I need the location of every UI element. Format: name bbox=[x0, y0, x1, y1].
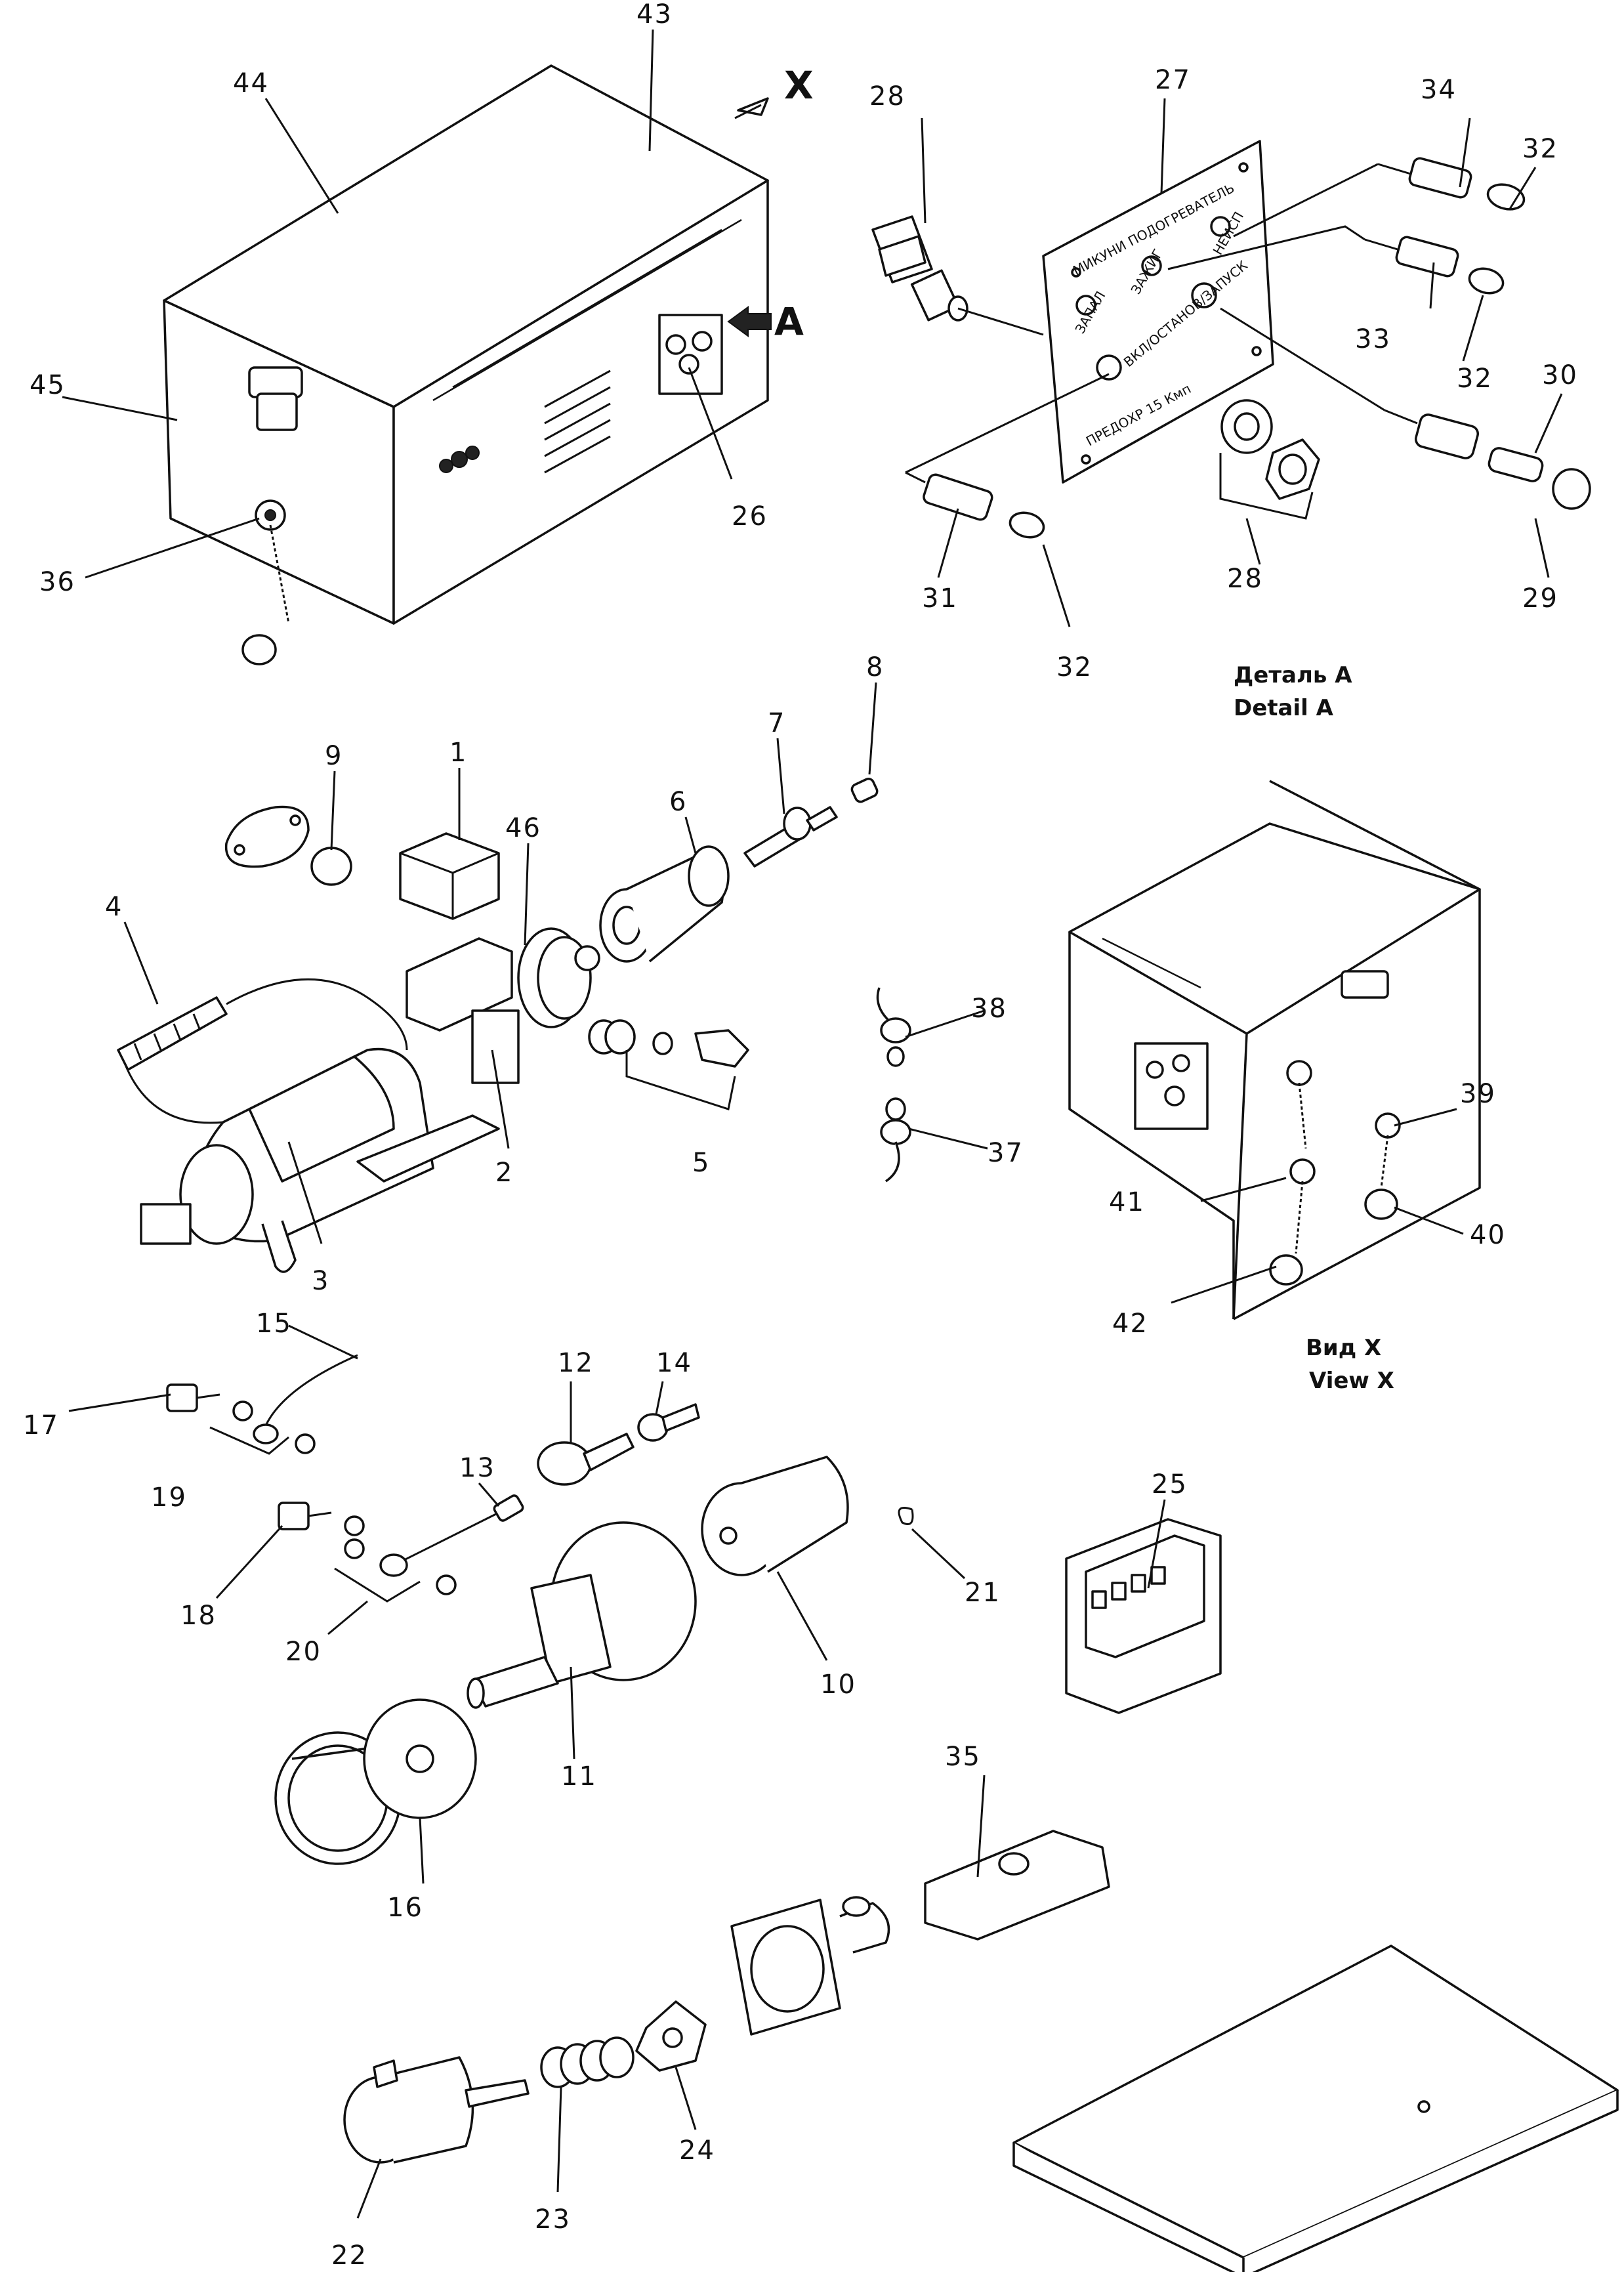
label-29: 29 bbox=[1522, 583, 1558, 614]
label-30: 30 bbox=[1542, 360, 1578, 390]
label-41: 41 bbox=[1109, 1187, 1145, 1217]
label-27: 27 bbox=[1155, 65, 1191, 95]
fuse-holder-29 bbox=[1220, 307, 1591, 510]
pump-group bbox=[343, 1896, 890, 2164]
label-12: 12 bbox=[558, 1348, 594, 1378]
label-10: 10 bbox=[820, 1670, 856, 1700]
label-28-nut: 28 bbox=[1227, 564, 1263, 594]
coil-ribs bbox=[133, 1013, 201, 1061]
label-9: 9 bbox=[325, 741, 343, 771]
handle-icon bbox=[248, 366, 303, 431]
plug-8 bbox=[850, 778, 879, 803]
spring-bolt-5 bbox=[588, 1019, 749, 1110]
lamp-holder-33 bbox=[1167, 225, 1505, 295]
label-21: 21 bbox=[965, 1578, 1001, 1608]
label-18: 18 bbox=[180, 1601, 217, 1631]
housing-view-x bbox=[1068, 780, 1481, 1320]
caption-view-en: View X bbox=[1309, 1368, 1394, 1394]
label-13: 13 bbox=[459, 1453, 495, 1483]
label-3: 3 bbox=[312, 1266, 329, 1296]
label-37: 37 bbox=[988, 1138, 1024, 1168]
dust-plug-36 bbox=[241, 499, 290, 665]
label-45: 45 bbox=[30, 370, 66, 400]
filter-35 bbox=[924, 1830, 1110, 1941]
leader-lines bbox=[62, 29, 1563, 2219]
label-15: 15 bbox=[256, 1309, 292, 1339]
label-40: 40 bbox=[1470, 1220, 1506, 1250]
washer-nut-28 bbox=[1220, 399, 1320, 500]
caption-detail-en: Detail A bbox=[1234, 695, 1334, 721]
label-26: 26 bbox=[732, 501, 768, 532]
nozzle-6 bbox=[599, 845, 730, 963]
fan-motor-group bbox=[166, 1354, 914, 1865]
lamp-holder-34 bbox=[1233, 157, 1526, 238]
label-11: 11 bbox=[561, 1761, 597, 1792]
label-46: 46 bbox=[505, 813, 541, 843]
label-32-bottom: 32 bbox=[1056, 652, 1093, 683]
label-25: 25 bbox=[1152, 1469, 1188, 1500]
label-16: 16 bbox=[387, 1893, 423, 1923]
label-23: 23 bbox=[535, 2204, 571, 2235]
plug-38 bbox=[876, 987, 911, 1067]
label-42: 42 bbox=[1112, 1309, 1148, 1339]
toggle-switch-icon bbox=[871, 215, 1044, 336]
label-43: 43 bbox=[636, 0, 673, 30]
label-44: 44 bbox=[233, 68, 269, 98]
connector-panel bbox=[658, 314, 723, 395]
label-32-top: 32 bbox=[1522, 134, 1558, 164]
heater-housing bbox=[163, 64, 772, 665]
view-x-arrow-icon bbox=[734, 97, 769, 119]
label-22: 22 bbox=[331, 2240, 367, 2271]
base-plate bbox=[1012, 1945, 1619, 2272]
control-unit-25 bbox=[1065, 1518, 1222, 1714]
housing-louvres bbox=[544, 369, 611, 474]
label-39: 39 bbox=[1460, 1079, 1496, 1109]
label-5: 5 bbox=[692, 1148, 710, 1178]
label-17: 17 bbox=[23, 1410, 59, 1441]
caption-view-ru: Вид Х bbox=[1306, 1335, 1381, 1361]
part-number-labels: 43 44 45 36 26 27 28 34 32 33 32 30 29 2… bbox=[23, 0, 1578, 2271]
label-38: 38 bbox=[971, 994, 1007, 1024]
label-19: 19 bbox=[151, 1483, 187, 1513]
caption-detail-ru: Деталь А bbox=[1234, 662, 1352, 688]
label-32-mid: 32 bbox=[1457, 364, 1493, 394]
view-marker-a: A bbox=[774, 299, 804, 344]
label-35: 35 bbox=[945, 1742, 981, 1772]
burner-assembly bbox=[117, 805, 600, 1273]
label-31: 31 bbox=[922, 583, 958, 614]
label-36: 36 bbox=[39, 567, 75, 597]
label-8: 8 bbox=[866, 652, 884, 683]
label-33: 33 bbox=[1355, 324, 1391, 354]
label-6: 6 bbox=[669, 787, 687, 817]
plug-37 bbox=[880, 1097, 911, 1183]
label-2: 2 bbox=[495, 1158, 513, 1188]
label-34: 34 bbox=[1421, 75, 1457, 105]
mikuni-logo bbox=[439, 446, 480, 473]
label-7: 7 bbox=[768, 708, 785, 738]
label-20: 20 bbox=[285, 1637, 322, 1667]
detail-a-arrow-icon bbox=[727, 306, 772, 337]
rod-7 bbox=[743, 806, 838, 868]
label-14: 14 bbox=[656, 1348, 692, 1378]
label-4: 4 bbox=[105, 892, 123, 922]
lamp-holder-31 bbox=[905, 373, 1110, 539]
view-marker-x: X bbox=[784, 63, 814, 108]
label-1: 1 bbox=[449, 738, 467, 768]
label-28-switch: 28 bbox=[869, 81, 906, 112]
label-24: 24 bbox=[679, 2135, 715, 2166]
